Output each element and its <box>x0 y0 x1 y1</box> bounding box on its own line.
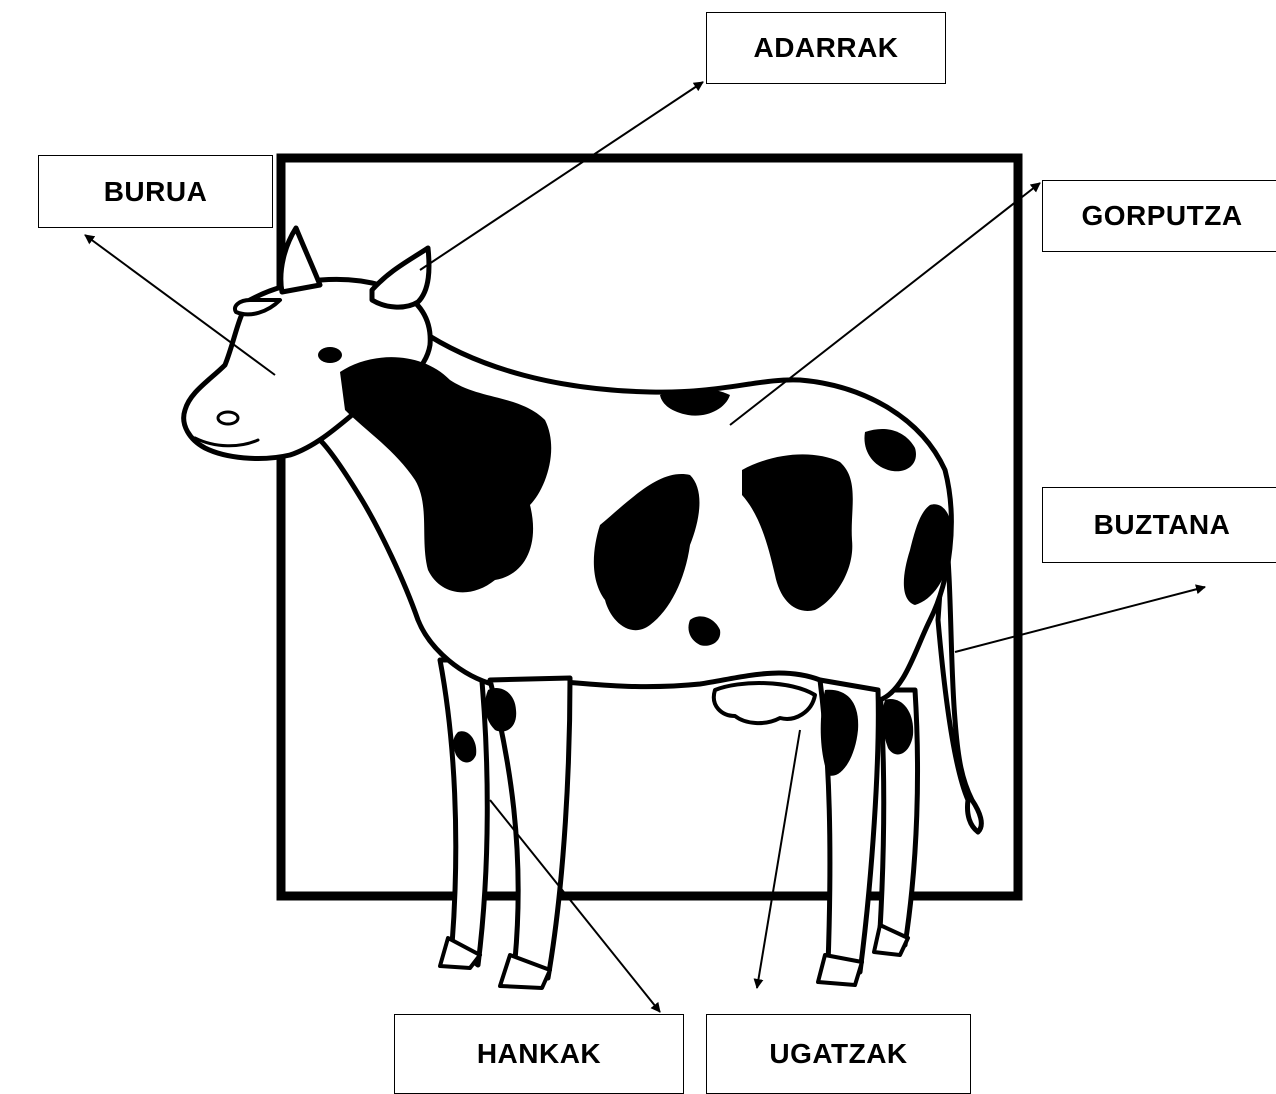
cow-illustration <box>184 228 982 988</box>
leader-line-adarrak <box>420 82 703 270</box>
leader-line-ugatzak <box>757 730 800 988</box>
cow-hoof <box>818 955 862 985</box>
label-burua: BURUA <box>38 155 273 228</box>
cow-horn <box>372 248 429 307</box>
cow-nostril <box>218 412 238 424</box>
cow-udder <box>714 683 815 723</box>
label-gorputza: GORPUTZA <box>1042 180 1276 252</box>
leader-line-gorputza <box>730 183 1040 425</box>
cow-front-leg-far <box>440 660 487 965</box>
label-buztana: BUZTANA <box>1042 487 1276 563</box>
label-hankak: HANKAK <box>394 1014 684 1094</box>
label-ugatzak: UGATZAK <box>706 1014 971 1094</box>
leader-line-buztana <box>955 587 1205 652</box>
cow-eye <box>318 347 342 363</box>
cow-horn <box>281 228 320 292</box>
label-adarrak: ADARRAK <box>706 12 946 84</box>
